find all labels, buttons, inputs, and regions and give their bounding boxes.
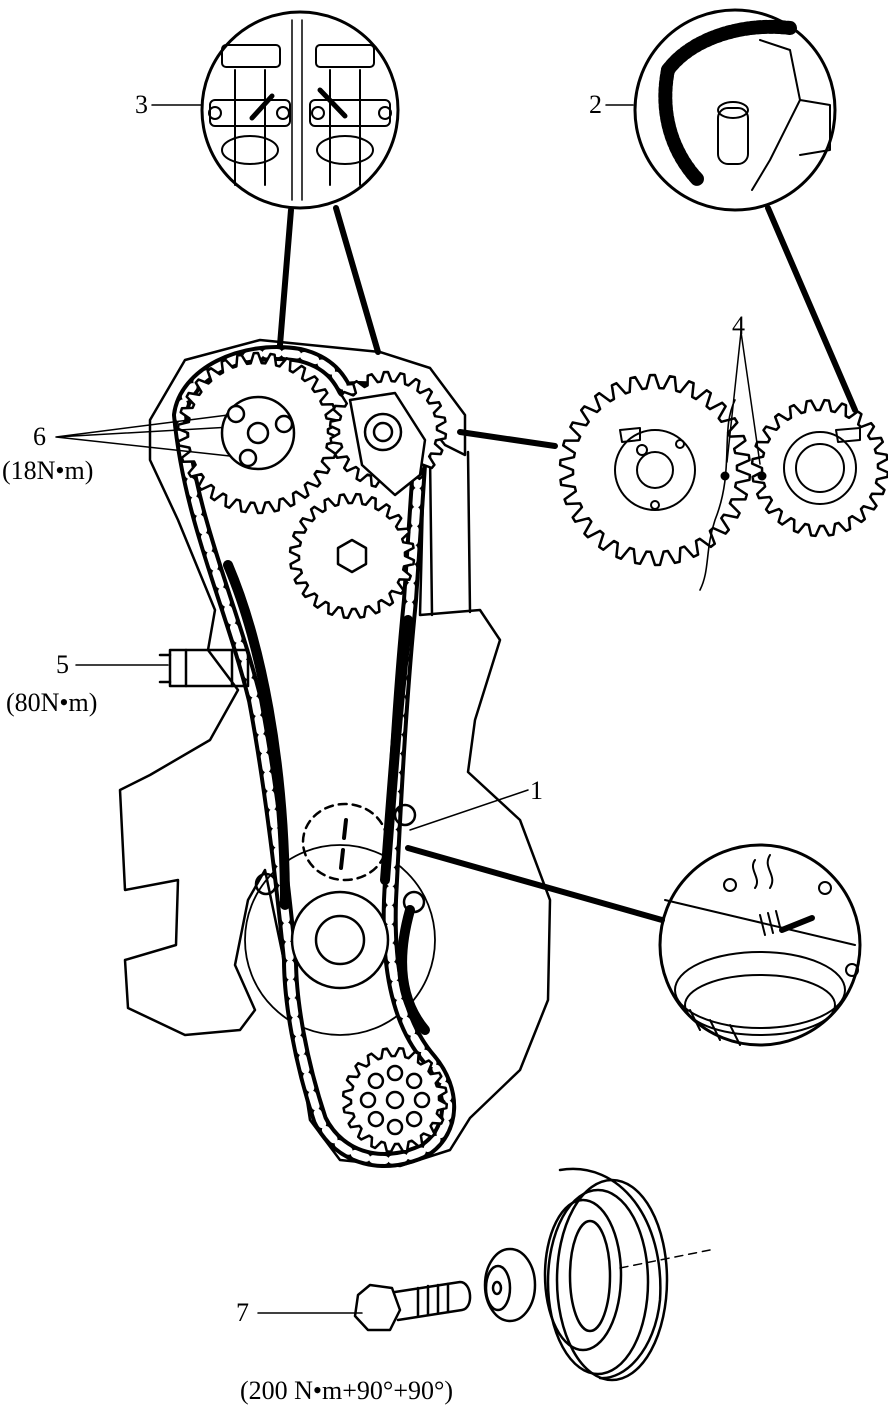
detail-view-1 (658, 843, 862, 1047)
crank-bolt-assembly (353, 1167, 711, 1382)
hub-bolt-a (226, 404, 246, 424)
detail-4-connector (457, 429, 558, 449)
detail-view-3 (200, 10, 400, 210)
callout-5: 5 (56, 650, 69, 679)
guide-rail-lower (397, 905, 430, 1035)
oil-pump-hole (367, 1072, 385, 1090)
callout-6: 6 (33, 422, 46, 451)
housing-inner-wall (428, 450, 472, 617)
block-bolt-2 (254, 872, 278, 896)
oil-pump-hole (405, 1110, 423, 1128)
detail-3-connector (277, 205, 381, 355)
hub-center (246, 421, 270, 445)
oil-pump-sprocket-holes (359, 1064, 431, 1136)
callout-4-leaders (726, 331, 761, 465)
detail-3-camshafts (208, 19, 392, 201)
oil-pump-center (385, 1090, 405, 1110)
idler-hex-bolt (336, 538, 368, 574)
tensioner-rail-left (223, 560, 290, 910)
crankshaft-hub (314, 914, 366, 966)
oil-pump-hole (405, 1072, 423, 1090)
detail-4-left-cam-gear (558, 373, 752, 567)
block-bolt-3 (402, 890, 426, 914)
timing-mark-dash (339, 818, 348, 870)
torque-label-6: (18N•m) (2, 456, 94, 485)
oil-pump-hole (359, 1091, 377, 1109)
crank-sensor-body (168, 648, 250, 688)
oil-pump-hole (367, 1110, 385, 1128)
block-bolt-1 (393, 803, 417, 827)
crank-sensor-plug (158, 648, 234, 688)
crank-position-ring (244, 844, 436, 1036)
hub-bolt-c (238, 448, 258, 468)
oil-pump-sprocket-gear (341, 1046, 449, 1154)
oil-pump-hole (386, 1064, 404, 1082)
oil-pump-hole (413, 1091, 431, 1109)
callout-1-leader (409, 789, 529, 831)
callout-2: 2 (589, 90, 602, 119)
oil-pump-hole (386, 1118, 404, 1136)
detail-2-connector (765, 205, 858, 413)
detail-view-2 (633, 8, 837, 212)
detail-1-connector (405, 845, 665, 923)
callout-4: 4 (732, 311, 745, 340)
hub-bolt-b (274, 414, 294, 434)
callout-3: 3 (135, 90, 148, 119)
timing-mark-region (301, 802, 389, 882)
detail-4-hubs (614, 399, 861, 591)
callout-1: 1 (530, 776, 543, 805)
torque-label-5: (80N•m) (6, 688, 98, 717)
callout-7: 7 (236, 1298, 249, 1327)
tensioner-bolt-center (372, 421, 394, 443)
detail-4-right-cam-gear (750, 398, 888, 538)
detail-1-pulley (664, 854, 859, 1046)
detail-2-gear (658, 19, 831, 191)
torque-label-7: (200 N•m+90°+90°) (240, 1376, 454, 1405)
